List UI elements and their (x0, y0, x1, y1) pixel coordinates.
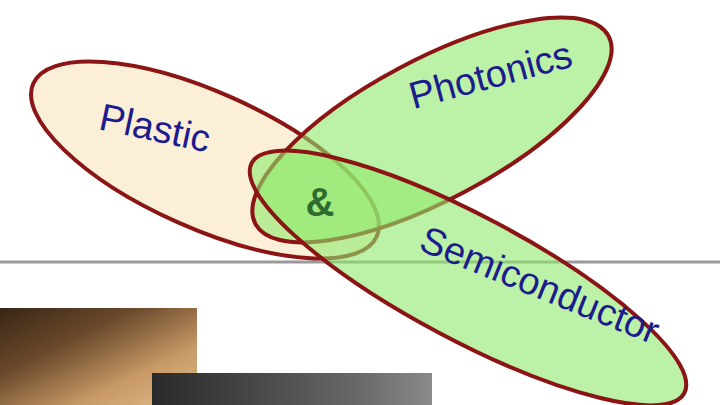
ampersand-label: & (306, 182, 335, 222)
photo-fragment (152, 373, 432, 405)
semiconductor-ellipse: Semiconductor (218, 143, 718, 405)
ellipse-shape (223, 108, 714, 405)
